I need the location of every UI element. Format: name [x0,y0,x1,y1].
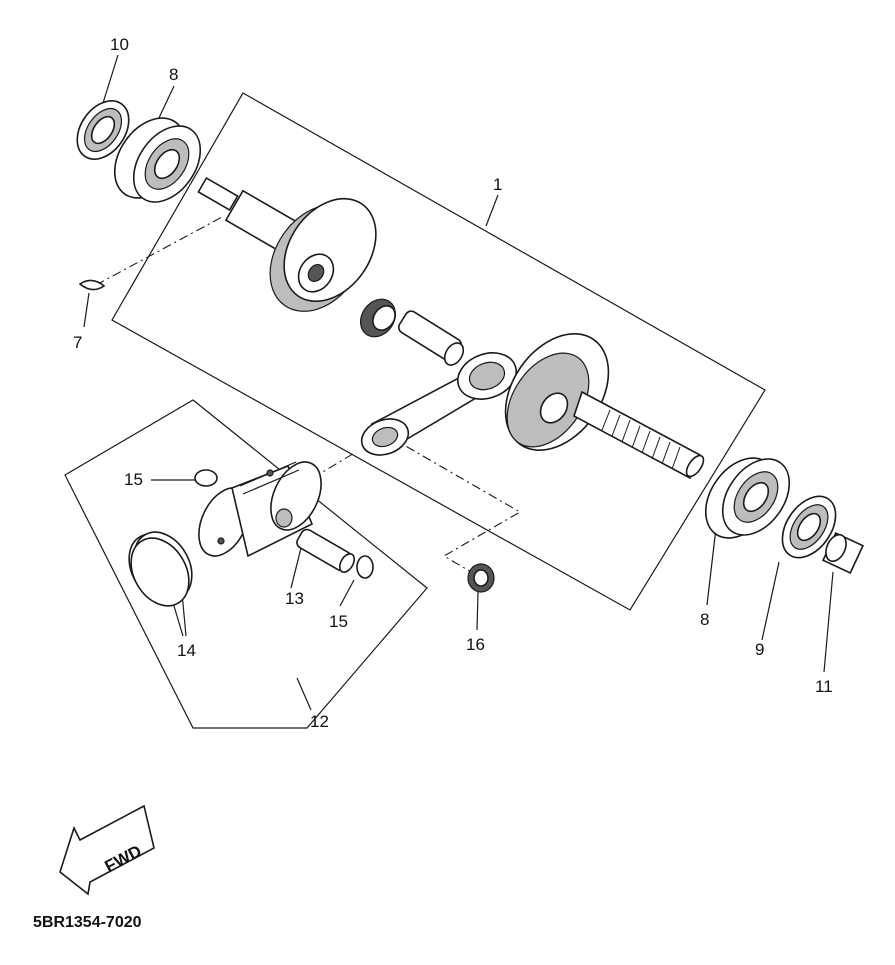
piston-pin [296,528,356,573]
collar [822,532,864,574]
woodruff-key [78,279,106,291]
forward-arrow-icon: FWD [59,804,155,896]
callout-1: 1 [493,175,502,194]
callout-9: 9 [755,640,764,659]
callout-12: 12 [310,712,329,731]
drawing-code: 5BR1354-7020 [33,914,142,931]
connecting-rod [360,352,517,456]
callout-7: 7 [73,333,82,352]
callout-15-upper: 15 [124,470,143,489]
alignment-lines [95,216,522,577]
callout-14: 14 [177,641,196,660]
callout-11: 11 [815,677,833,696]
piston [198,461,322,558]
small-end-bearing [467,563,495,593]
circlip-lower [356,555,374,579]
oil-seal-left [76,100,130,160]
crank-pin [397,310,465,366]
piston-rings [128,531,193,607]
callout-8-left: 8 [169,65,178,84]
crankshaft-assembly-outline [111,92,766,611]
callout-13: 13 [285,589,304,608]
callout-10: 10 [110,35,129,54]
callout-8-right: 8 [700,610,709,629]
piston-assembly-outline [64,399,428,729]
bearing-right [704,457,791,539]
callout-labels: 10 8 1 7 15 13 15 14 12 16 8 9 11 [73,35,833,731]
callout-16: 16 [466,635,485,654]
crankshaft-right-half [504,333,705,480]
crankshaft-left-half [197,176,377,312]
oil-seal-right [781,495,837,559]
circlip-upper [194,469,218,487]
bearing-left [113,117,202,203]
callout-15-lower: 15 [329,612,348,631]
crankpin-needle-bearing [359,298,397,338]
leader-lines [83,54,834,711]
